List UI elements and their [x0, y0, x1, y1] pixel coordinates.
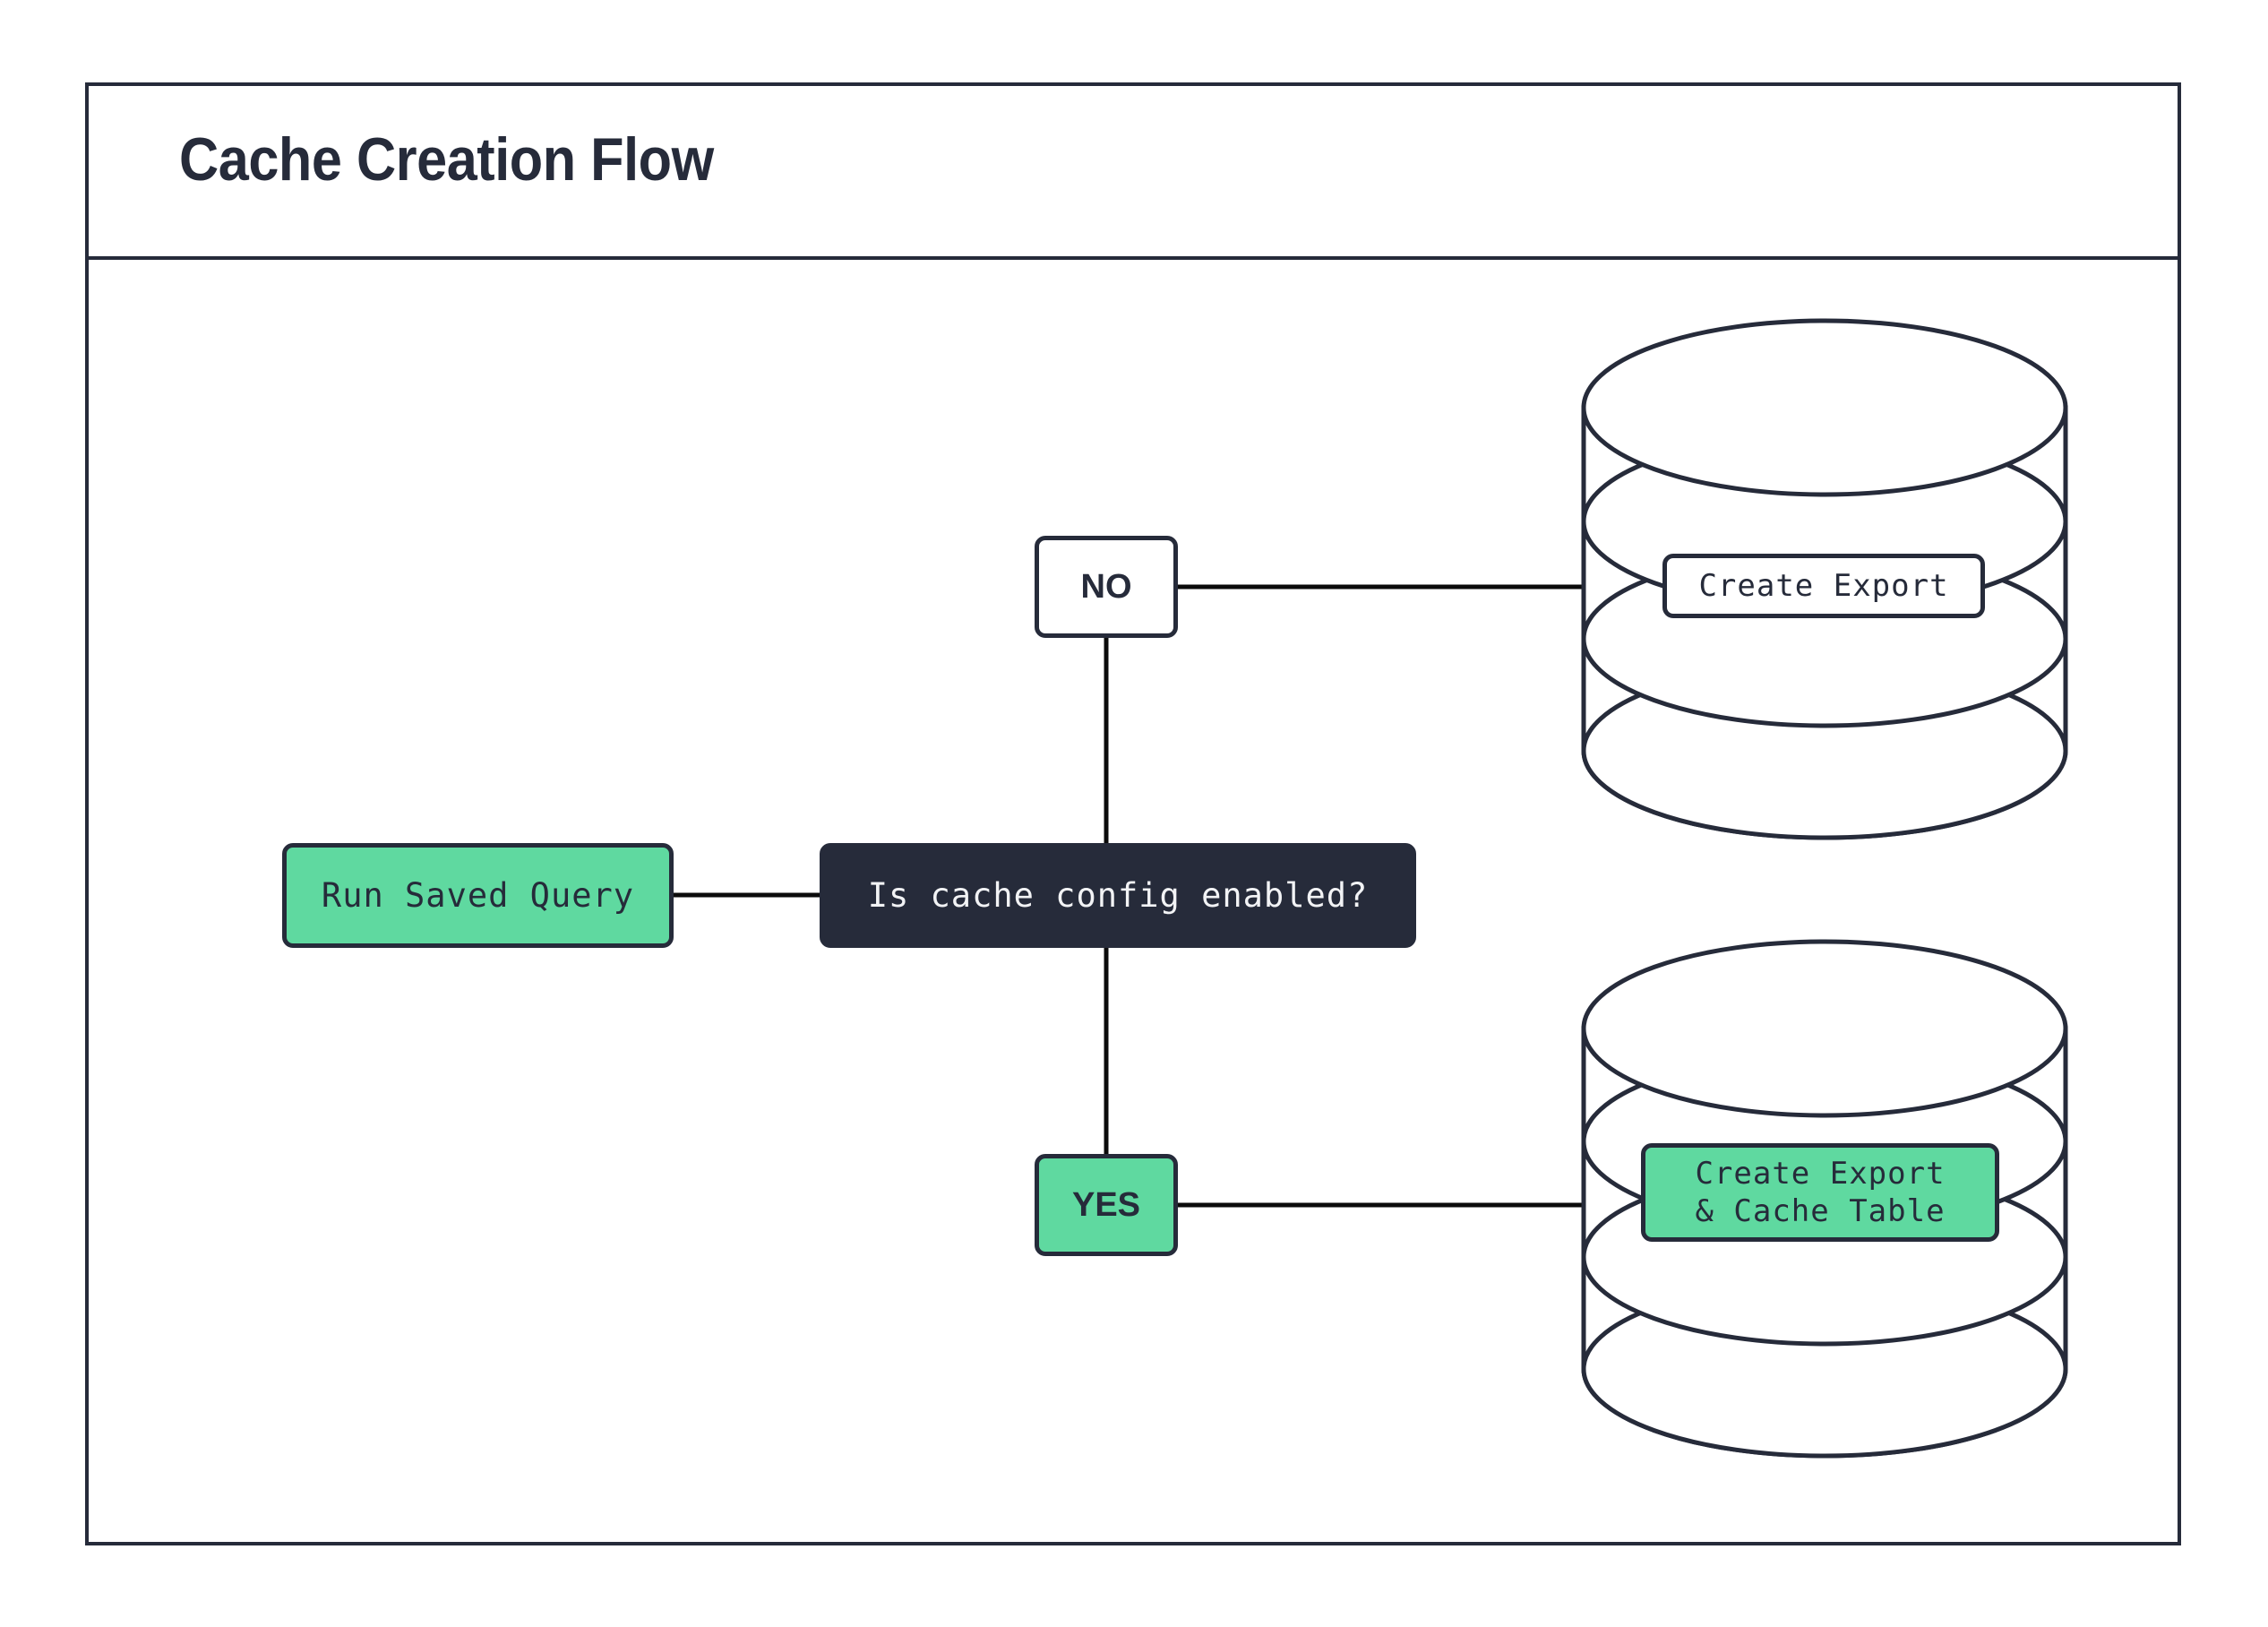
node-database-bottom-label-create-export-cache-table[interactable]: Create Export & Cache Table — [1641, 1143, 1999, 1242]
node-run-saved-query[interactable]: Run Saved Query — [282, 843, 674, 948]
diagram-frame — [85, 82, 2181, 1545]
page-title: Cache Creation Flow — [179, 125, 714, 194]
node-database-top-label-create-export[interactable]: Create Export — [1662, 554, 1985, 618]
node-branch-yes[interactable]: YES — [1035, 1154, 1178, 1256]
node-decision-is-cache-config-enabled[interactable]: Is cache config enabled? — [820, 843, 1416, 948]
node-branch-no[interactable]: NO — [1035, 536, 1178, 638]
